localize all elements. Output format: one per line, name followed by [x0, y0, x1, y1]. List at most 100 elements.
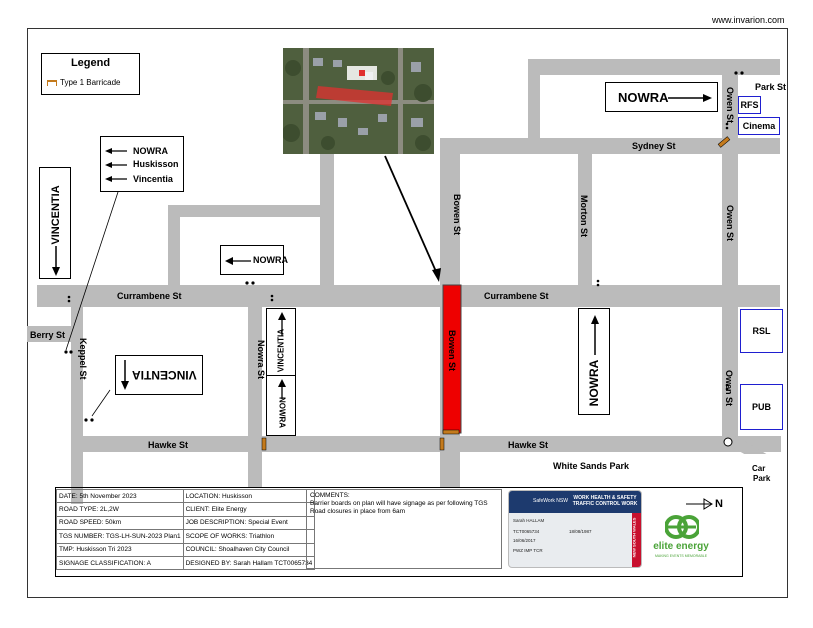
table-cell: COUNCIL: Shoalhaven City Council: [182, 542, 316, 557]
berry-st-road: [27, 326, 72, 342]
legend-item: Type 1 Barricade: [47, 78, 120, 87]
label-keppel-st: Keppel St: [78, 338, 88, 380]
hawke-st-road: [71, 436, 781, 452]
table-cell: ROAD TYPE: 2L,2W: [56, 502, 184, 517]
sign-vincentia-nowra-st-text: VINCENTIA: [276, 328, 286, 373]
arrow-down-icon: [121, 360, 129, 390]
leader-line-vincentia: [91, 389, 111, 417]
sign-multi-huskisson: Huskisson: [133, 159, 179, 169]
west-lane-top-road: [168, 205, 333, 217]
logo-tagline: MAKING EVENTS MEMORABLE: [654, 554, 708, 558]
sydney-st-road: [440, 138, 780, 154]
table-cell: SCOPE OF WORKS: Triathlon: [182, 529, 316, 544]
label-berry-st: Berry St: [30, 330, 65, 340]
legend-title: Legend: [70, 57, 111, 69]
label-currambene-east: Currambene St: [484, 291, 549, 301]
label-hawke-west: Hawke St: [148, 440, 188, 450]
barricade-bowen-hawke: [442, 429, 460, 435]
building-rsl: RSL: [740, 309, 783, 353]
leader-line-multi-sign: [65, 191, 119, 351]
table-cell: LOCATION: Huskisson: [182, 488, 316, 504]
label-owen-bottom: Owen St: [724, 370, 734, 406]
legend: Legend Type 1 Barricade: [41, 53, 140, 95]
label-owen-mid: Owen St: [725, 205, 735, 241]
north-label: N: [715, 498, 723, 510]
table-cell: TGS NUMBER: TGS-LH-SUN-2023 Plan1: [56, 529, 184, 544]
arrow-left-icon: [225, 257, 251, 265]
arrow-down-icon: [52, 246, 60, 276]
label-car: Car: [752, 464, 765, 473]
table-cell: SIGNAGE CLASSIFICATION: A: [56, 555, 184, 571]
building-pub: PUB: [740, 384, 783, 430]
sign-vincentia-nowra-st: VINCENTIA: [266, 308, 296, 377]
card-date: 16/06/2017: [513, 538, 536, 543]
north-arrow-icon: N: [686, 498, 723, 510]
arrow-left-icon: [105, 148, 127, 182]
sign-nowra-small-text: NOWRA: [253, 255, 288, 265]
site-url[interactable]: www.invarion.com: [712, 15, 785, 25]
barricade-bowen-hawke-west: [439, 437, 445, 451]
sign-nowra-nowra-st-text: NOWRA: [277, 396, 287, 429]
sign-nowra-small: NOWRA: [220, 245, 288, 275]
sign-nowra-top-right: NOWRA: [605, 82, 718, 112]
table-cell: CLIENT: Elite Energy: [182, 502, 316, 517]
sign-multi-destination: NOWRA Huskisson Vincentia: [100, 136, 184, 192]
card-state: NEW SOUTH WALES: [631, 517, 637, 558]
aerial-pointer-arrow: [384, 155, 439, 277]
building-rfs: RFS: [738, 96, 761, 114]
card-id: TCT0065734: [513, 529, 540, 534]
comments-heading: COMMENTS:: [310, 492, 350, 499]
label-owen-top: Owen St: [725, 87, 735, 123]
sign-nowra-top-right-text: NOWRA: [618, 90, 669, 105]
table-cell: JOB DESCRIPTION: Special Event: [182, 515, 316, 531]
legend-item-label: Type 1 Barricade: [60, 78, 121, 87]
comments-body: Barrier boards on plan will have signage…: [310, 500, 488, 516]
table-cell: ROAD SPEED: 50km: [56, 515, 184, 531]
park-st-road: [528, 59, 780, 75]
barricade-nowra-hawke: [261, 437, 267, 451]
sign-multi-nowra: NOWRA: [133, 146, 168, 156]
arrow-right-icon: [668, 94, 712, 102]
sign-vincentia-vertical: VINCENTIA: [39, 167, 71, 279]
label-park-st: Park St: [755, 82, 786, 92]
owen-st-road: [722, 59, 738, 444]
label-hawke-east: Hawke St: [508, 440, 548, 450]
card-dob: 18/08/1987: [569, 529, 592, 534]
sign-multi-vincentia: Vincentia: [133, 174, 173, 184]
barricade-sydney-owen: [717, 136, 731, 148]
arrow-up-icon: [591, 315, 599, 355]
label-bowen-closed: Bowen St: [447, 330, 457, 371]
card-classes: PWZ IMP TCR: [513, 548, 543, 553]
sign-nowra-nowra-st: NOWRA: [266, 375, 296, 436]
label-park: Park: [753, 474, 771, 483]
info-panel: [55, 487, 743, 577]
keppel-st-road: [71, 294, 83, 504]
barricades: [261, 136, 731, 451]
label-bowen-north: Bowen St: [452, 194, 462, 235]
comments-box: COMMENTS: Barrier boards on plan will ha…: [306, 489, 502, 569]
map-frame: [27, 28, 788, 598]
morton-st-road: [578, 138, 592, 298]
label-morton-st: Morton St: [579, 195, 589, 237]
arrow-up-icon: [278, 379, 286, 399]
label-white-sands-park: White Sands Park: [553, 461, 630, 471]
traffic-control-card: SafeWork NSW WORK HEALTH & SAFETY TRAFFI…: [508, 490, 642, 568]
nowra-st-road: [248, 294, 262, 488]
card-name: Sarah HALLAM: [513, 518, 545, 523]
sign-vincentia-keppel-text: VINCENTIA: [132, 368, 197, 382]
table-cell: DESIGNED BY: Sarah Hallam TCT0065734: [182, 555, 316, 571]
currambene-st-road: [37, 285, 780, 307]
card-title: WORK HEALTH & SAFETY TRAFFIC CONTROL WOR…: [572, 495, 638, 507]
roundabout: [723, 437, 733, 447]
logo-mark-icon: [665, 515, 699, 539]
arrow-up-icon: [278, 312, 286, 336]
logo-name: elite energy: [653, 541, 709, 552]
label-currambene-west: Currambene St: [117, 291, 182, 301]
